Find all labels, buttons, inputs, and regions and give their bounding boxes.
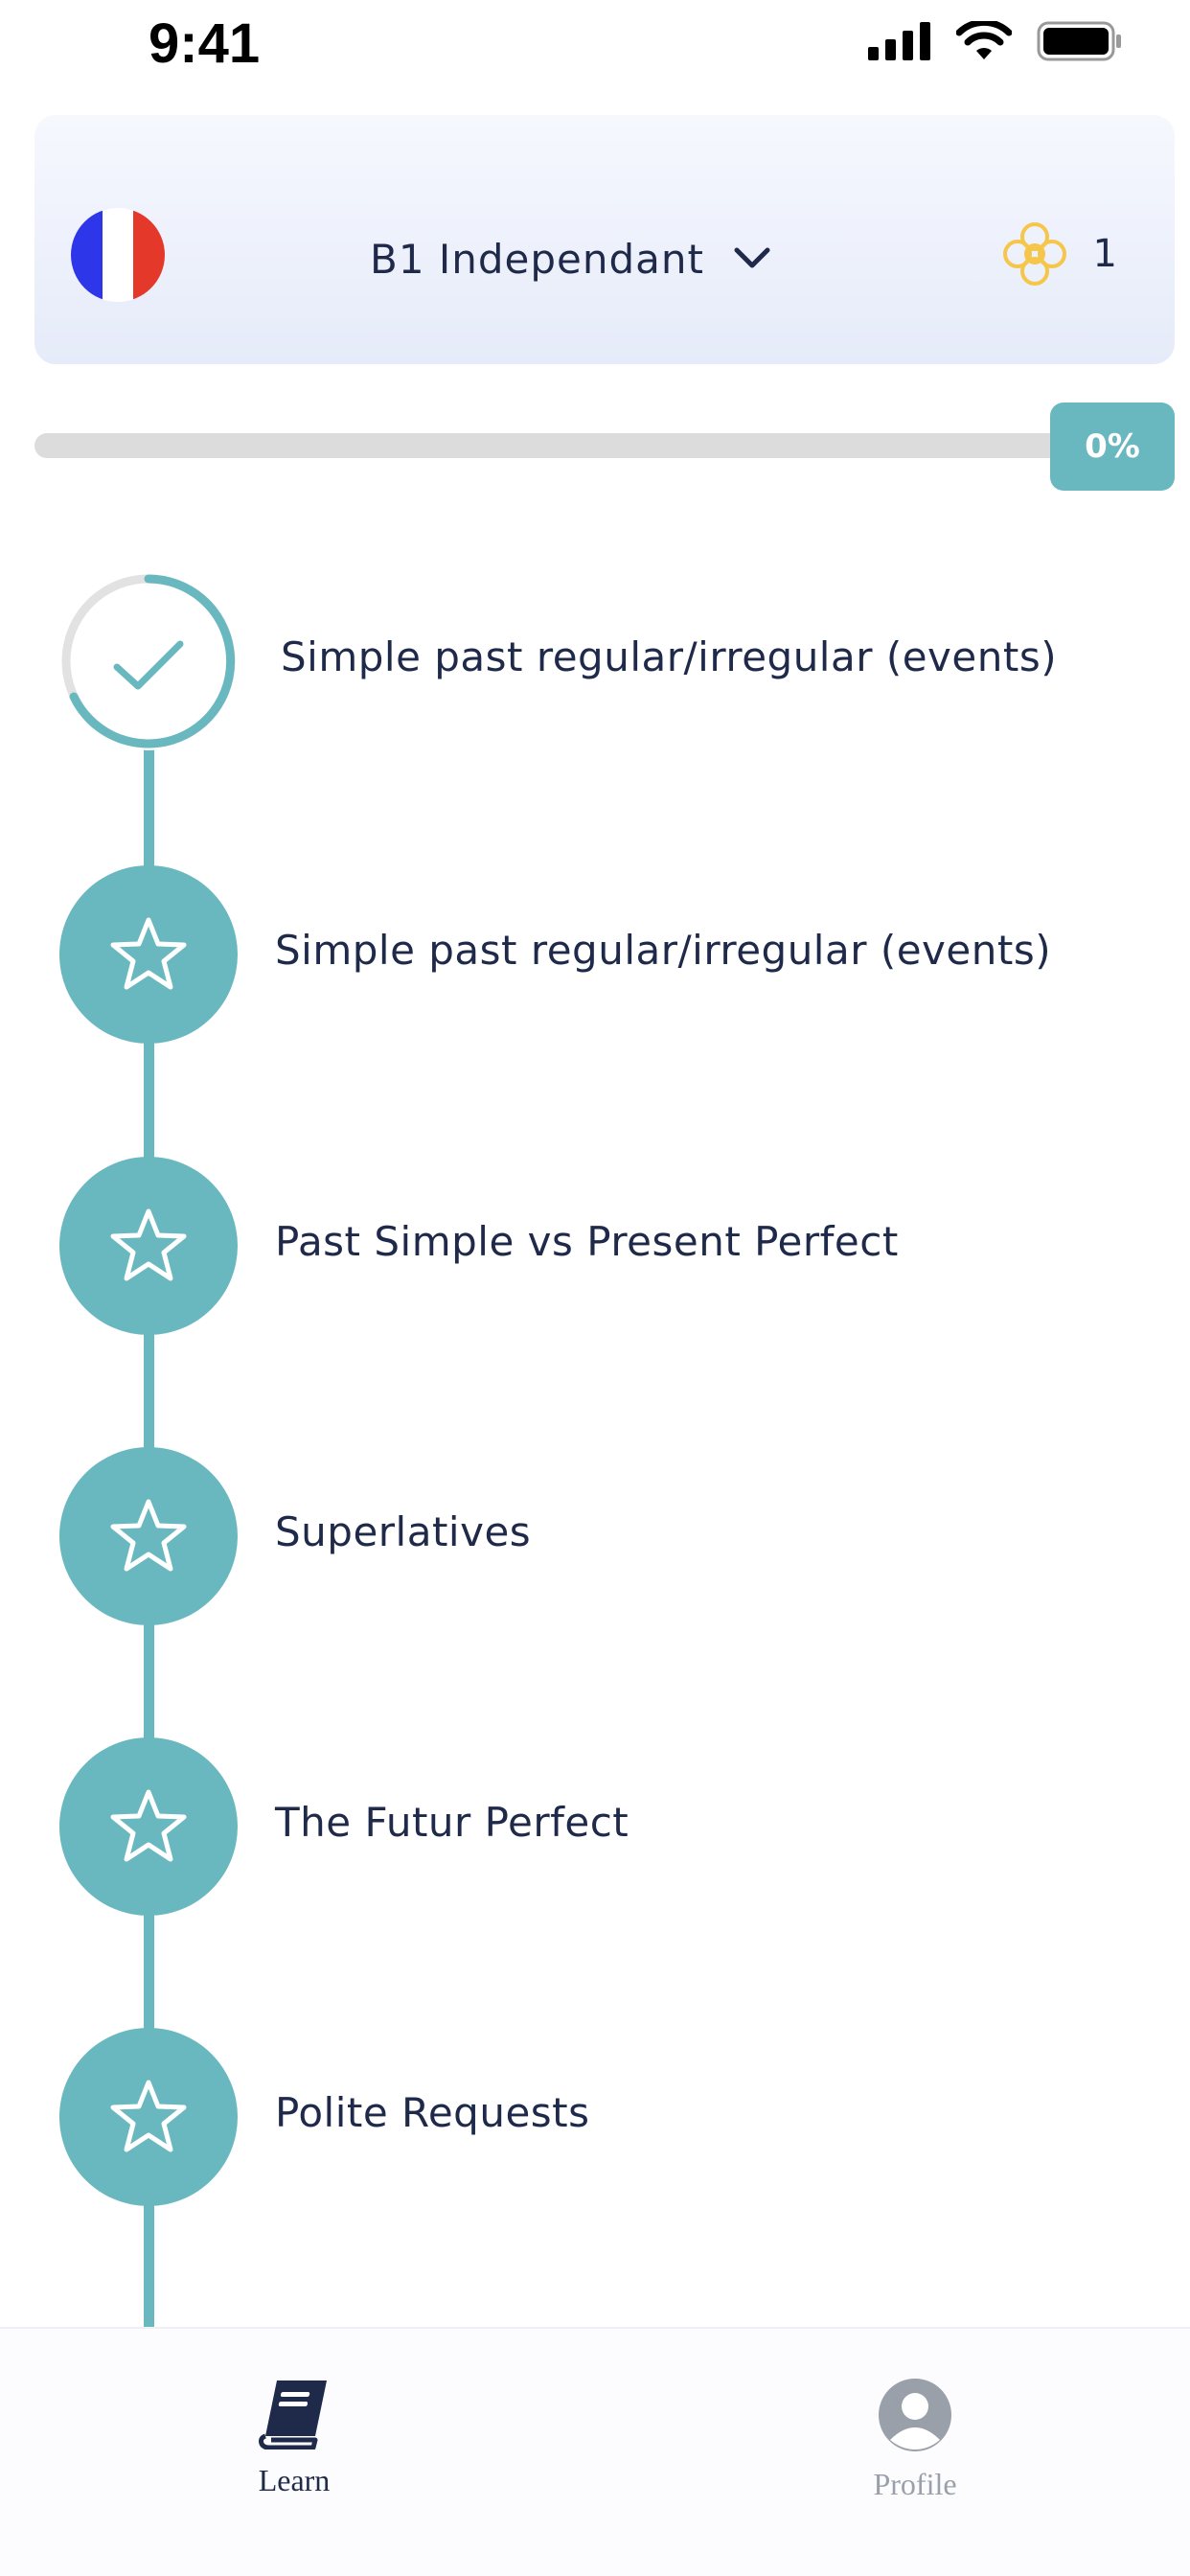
tab-label: Profile (873, 2467, 957, 2501)
lesson-item[interactable]: Simple past regular/irregular (events) (0, 572, 1190, 754)
tab-label: Learn (258, 2463, 331, 2497)
star-icon (110, 1499, 187, 1572)
book-icon (259, 2380, 327, 2450)
progress-bar (34, 433, 1069, 458)
status-time: 9:41 (149, 12, 261, 75)
status-icons (868, 21, 1123, 61)
lesson-title: The Futur Perfect (275, 1799, 629, 1846)
chevron-down-icon (734, 247, 770, 268)
cellular-signal-icon (868, 22, 930, 60)
tab-bar: Learn Profile (0, 2327, 1190, 2576)
star-icon (110, 1208, 187, 1281)
header-card: B1 Independant 1 (34, 115, 1175, 364)
level-label: B1 Independant (370, 235, 704, 283)
flag-stripe-red (133, 208, 165, 302)
flag-stripe-white (102, 208, 134, 302)
star-icon (110, 917, 187, 990)
lesson-title: Superlatives (275, 1508, 532, 1555)
profile-icon (879, 2379, 951, 2451)
level-selector[interactable]: B1 Independant (370, 220, 771, 297)
lesson-item[interactable]: Polite Requests (0, 2028, 1190, 2210)
lesson-item[interactable]: Past Simple vs Present Perfect (0, 1157, 1190, 1339)
lesson-node (59, 1157, 238, 1335)
star-icon (110, 2080, 187, 2152)
french-flag-icon[interactable] (71, 208, 165, 302)
tab-profile[interactable]: Profile (771, 2377, 1059, 2530)
lesson-node (59, 1737, 238, 1916)
star-icon (110, 1789, 187, 1862)
battery-icon (1037, 21, 1121, 61)
lesson-node (59, 1447, 238, 1625)
lesson-title: Polite Requests (275, 2089, 590, 2136)
lesson-completed-node (59, 572, 238, 750)
lesson-item[interactable]: The Futur Perfect (0, 1737, 1190, 1920)
lesson-title: Past Simple vs Present Perfect (275, 1218, 899, 1265)
tab-learn[interactable]: Learn (150, 2377, 438, 2530)
status-bar: 9:41 (0, 0, 1190, 105)
gem-count: 1 (1092, 232, 1117, 276)
wifi-icon (956, 21, 1012, 59)
lesson-item[interactable]: Superlatives (0, 1447, 1190, 1629)
lesson-node (59, 865, 238, 1044)
gem-counter[interactable]: 1 (1001, 220, 1117, 288)
progress-badge: 0% (1050, 402, 1175, 491)
lesson-node (59, 2028, 238, 2206)
lesson-title: Simple past regular/irregular (events) (281, 633, 1058, 680)
checkmark-icon (113, 640, 184, 690)
lesson-title: Simple past regular/irregular (events) (275, 927, 1052, 974)
flower-gem-icon (1002, 222, 1066, 286)
lesson-item[interactable]: Simple past regular/irregular (events) (0, 865, 1190, 1047)
flag-stripe-blue (71, 208, 103, 302)
progress-ring (61, 574, 236, 748)
